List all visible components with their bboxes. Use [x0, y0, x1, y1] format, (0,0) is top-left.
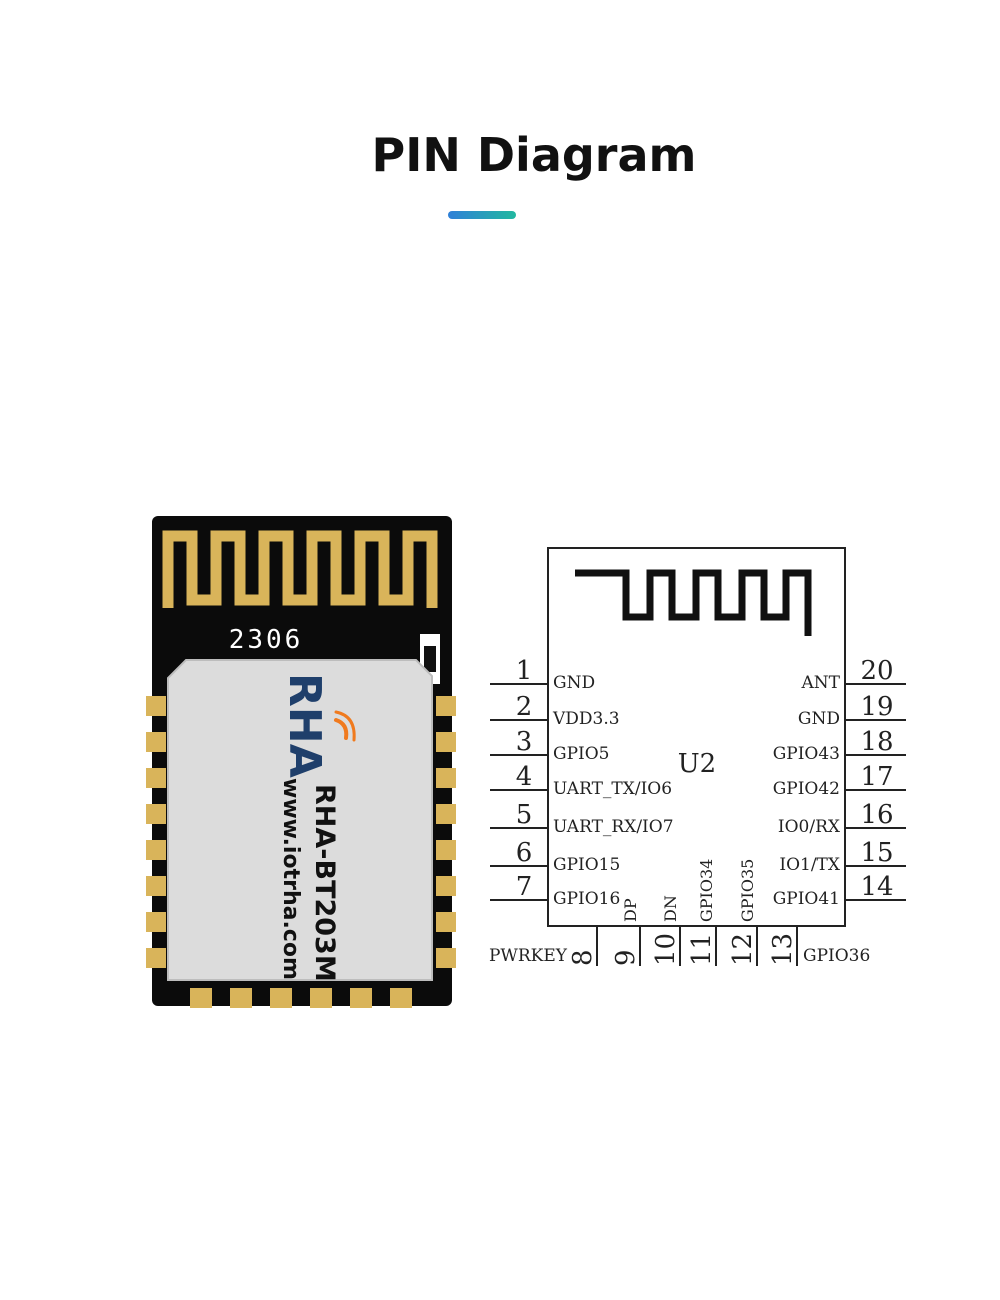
pin-name: GND: [553, 673, 595, 693]
pin-name: UART_TX/IO6: [553, 779, 672, 799]
pin-number: 7: [516, 872, 533, 902]
pin-name: GPIO15: [553, 855, 620, 875]
pin-name: GPIO35: [738, 859, 757, 922]
chip-label: U2: [678, 749, 716, 779]
logo-wave-icon: [334, 718, 349, 740]
pin-name: DN: [661, 895, 680, 922]
pin-name: GND: [798, 709, 840, 729]
antenna-trace: [162, 530, 438, 608]
pin-name: VDD3.3: [552, 709, 620, 729]
pin-name: DP: [621, 898, 640, 922]
pin-name: GPIO36: [803, 946, 870, 966]
pin-number: 8: [568, 949, 598, 966]
page-title: PIN Diagram: [371, 128, 697, 182]
pin-name: GPIO42: [773, 779, 840, 799]
left-pads: [146, 696, 166, 968]
pin-number: 12: [728, 933, 758, 966]
bottom-pads: [190, 988, 412, 1008]
logo: RHA: [279, 673, 330, 778]
pin-name: GPIO43: [773, 744, 840, 764]
pin-name: UART_RX/IO7: [553, 817, 674, 837]
pin-number: 6: [516, 838, 533, 868]
pin-name: GPIO34: [697, 859, 716, 922]
silkscreen-code: 2306: [229, 625, 304, 655]
pin-number: 3: [516, 727, 533, 757]
pin-number: 4: [516, 762, 533, 792]
pin-name: GPIO5: [553, 744, 610, 764]
pin-number: 14: [860, 872, 893, 902]
pin-number: 18: [860, 727, 893, 757]
logo-wave-icon-outer: [334, 710, 356, 742]
pin-number: 16: [860, 800, 893, 830]
pin-number: 2: [516, 692, 533, 722]
metal-shield: [167, 659, 433, 981]
module-photo: 2306 RHA RHA-BT203M www.iotrha: [146, 516, 456, 1008]
pin-name: IO1/TX: [779, 855, 841, 875]
right-pads: [436, 696, 456, 968]
pin-number: 13: [768, 933, 798, 966]
smd-component-body: [424, 646, 436, 672]
pin-number: 9: [611, 949, 641, 966]
pin-name: IO0/RX: [778, 817, 841, 837]
pin-name: PWRKEY: [489, 946, 568, 966]
chip-outline: [547, 547, 846, 927]
pin-name: ANT: [801, 673, 841, 693]
pin-number: 10: [651, 933, 681, 966]
pin-number: 5: [516, 800, 533, 830]
module-model: RHA-BT203M: [309, 784, 340, 982]
pin-number: 19: [860, 692, 893, 722]
pin-number: 11: [687, 933, 717, 966]
pin-name: GPIO16: [553, 889, 620, 909]
title-underline: [448, 211, 516, 219]
pin-number: 17: [860, 762, 893, 792]
pin-name: GPIO41: [773, 889, 840, 909]
pin-number: 20: [860, 656, 893, 686]
antenna-symbol: [575, 569, 812, 636]
module-website: www.iotrha.com: [278, 778, 303, 980]
pin-number: 15: [860, 838, 893, 868]
pin-number: 1: [516, 656, 533, 686]
